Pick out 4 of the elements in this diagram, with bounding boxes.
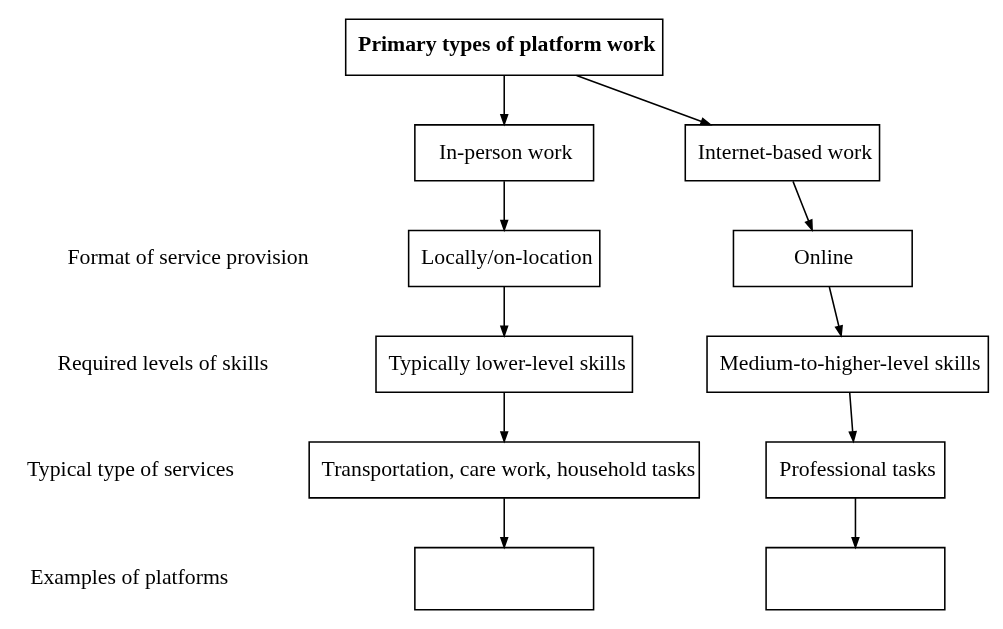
label: Examples of platforms	[30, 565, 229, 590]
label: Format of service provision	[67, 245, 309, 270]
label: Required levels of skills	[57, 350, 269, 375]
label: Typical type of services	[27, 456, 234, 481]
